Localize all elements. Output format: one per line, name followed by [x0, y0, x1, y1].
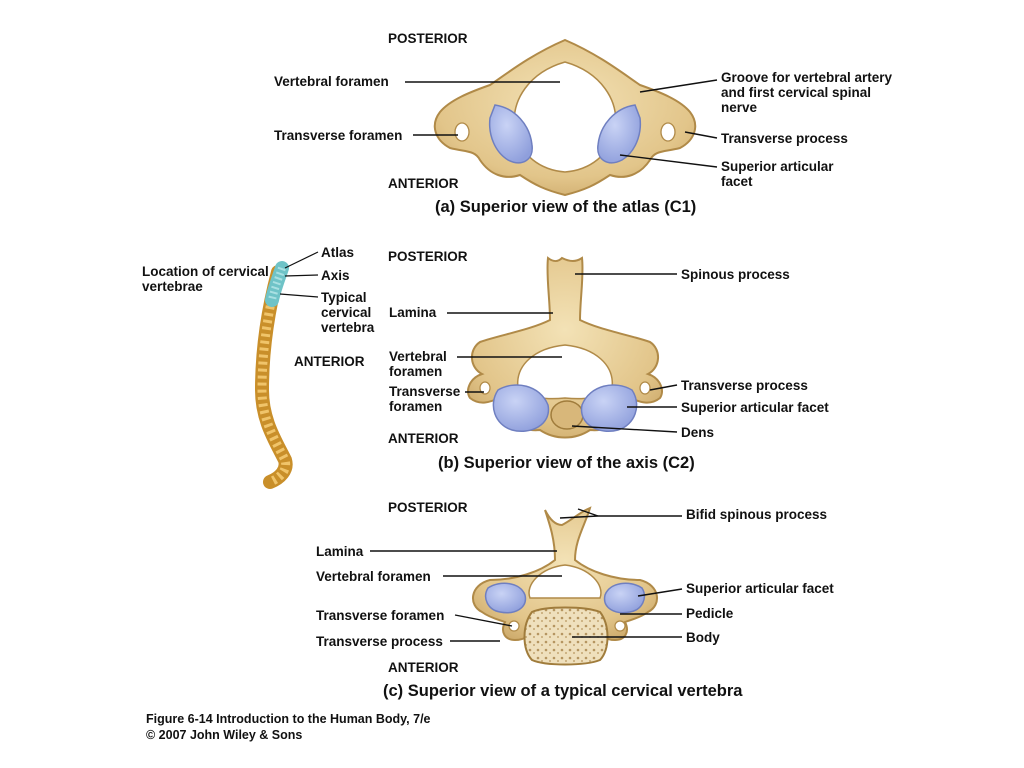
axis-left-facet: [492, 384, 550, 432]
typical-transverse-process-label: Transverse process: [316, 634, 443, 649]
axis-leader-lines: [447, 273, 678, 433]
axis-transverse-process-label: Transverse process: [681, 378, 808, 393]
typical-left-facet: [484, 582, 527, 614]
location-anterior-label: ANTERIOR: [294, 354, 365, 369]
atlas-right-facet: [597, 104, 642, 164]
axis-posterior-label: POSTERIOR: [388, 249, 468, 264]
axis-spinous-process-label: Spinous process: [681, 267, 790, 282]
axis-transverse-foramen-label: Transverse foramen: [389, 384, 461, 414]
typical-cervical-drawing: [472, 506, 658, 666]
atlas-caption: (a) Superior view of the atlas (C1): [435, 198, 697, 216]
typical-caption: (c) Superior view of a typical cervical …: [383, 682, 743, 700]
axis-lamina-label: Lamina: [389, 305, 437, 320]
location-title: Location of cervical vertebrae: [142, 264, 269, 294]
atlas-transverse-foramen-label: Transverse foramen: [274, 128, 403, 143]
axis-anterior-label: ANTERIOR: [388, 431, 459, 446]
typical-anterior-label: ANTERIOR: [388, 660, 459, 675]
atlas-anterior-label: ANTERIOR: [388, 176, 459, 191]
axis-vertebral-foramen-label: Vertebral foramen: [389, 349, 447, 379]
typical-leader-lines: [370, 508, 683, 642]
atlas-left-facet: [488, 104, 533, 164]
axis-dens-label: Dens: [681, 425, 715, 440]
axis-caption: (b) Superior view of the axis (C2): [438, 454, 695, 472]
atlas-c1-drawing: [433, 38, 697, 197]
location-typical-label: Typical cervical vertebra: [321, 290, 375, 335]
spine-location-drawing: [254, 261, 293, 489]
spine-leader-lines: [279, 251, 319, 298]
typical-lamina-label: Lamina: [316, 544, 364, 559]
typical-vertebral-foramen-label: Vertebral foramen: [316, 569, 431, 584]
atlas-superior-articular-facet-label: Superior articular facet: [721, 159, 834, 189]
typical-superior-articular-facet-label: Superior articular facet: [686, 581, 834, 596]
atlas-groove-label: Groove for vertebral artery and first ce…: [721, 70, 893, 115]
credit-line-1: Figure 6-14 Introduction to the Human Bo…: [146, 712, 431, 726]
location-atlas-label: Atlas: [321, 245, 355, 260]
atlas-transverse-process-label: Transverse process: [721, 131, 848, 146]
location-axis-label: Axis: [321, 268, 350, 283]
atlas-vertebral-foramen-label: Vertebral foramen: [274, 74, 389, 89]
typical-transverse-foramen-label: Transverse foramen: [316, 608, 445, 623]
atlas-posterior-label: POSTERIOR: [388, 31, 468, 46]
axis-superior-articular-facet-label: Superior articular facet: [681, 400, 829, 415]
figure-credit: Figure 6-14 Introduction to the Human Bo…: [146, 711, 431, 743]
typical-bifid-spinous-process-label: Bifid spinous process: [686, 507, 828, 522]
vertebral-body-shape: [523, 606, 609, 666]
credit-line-2: © 2007 John Wiley & Sons: [146, 728, 303, 742]
typical-body-label: Body: [686, 630, 720, 645]
typical-posterior-label: POSTERIOR: [388, 500, 468, 515]
atlas-leader-lines: [405, 79, 718, 168]
dens-shape: [550, 400, 584, 430]
typical-pedicle-label: Pedicle: [686, 606, 734, 621]
typical-right-facet: [603, 582, 646, 614]
axis-c2-drawing: [467, 256, 663, 439]
axis-right-facet: [580, 384, 638, 432]
